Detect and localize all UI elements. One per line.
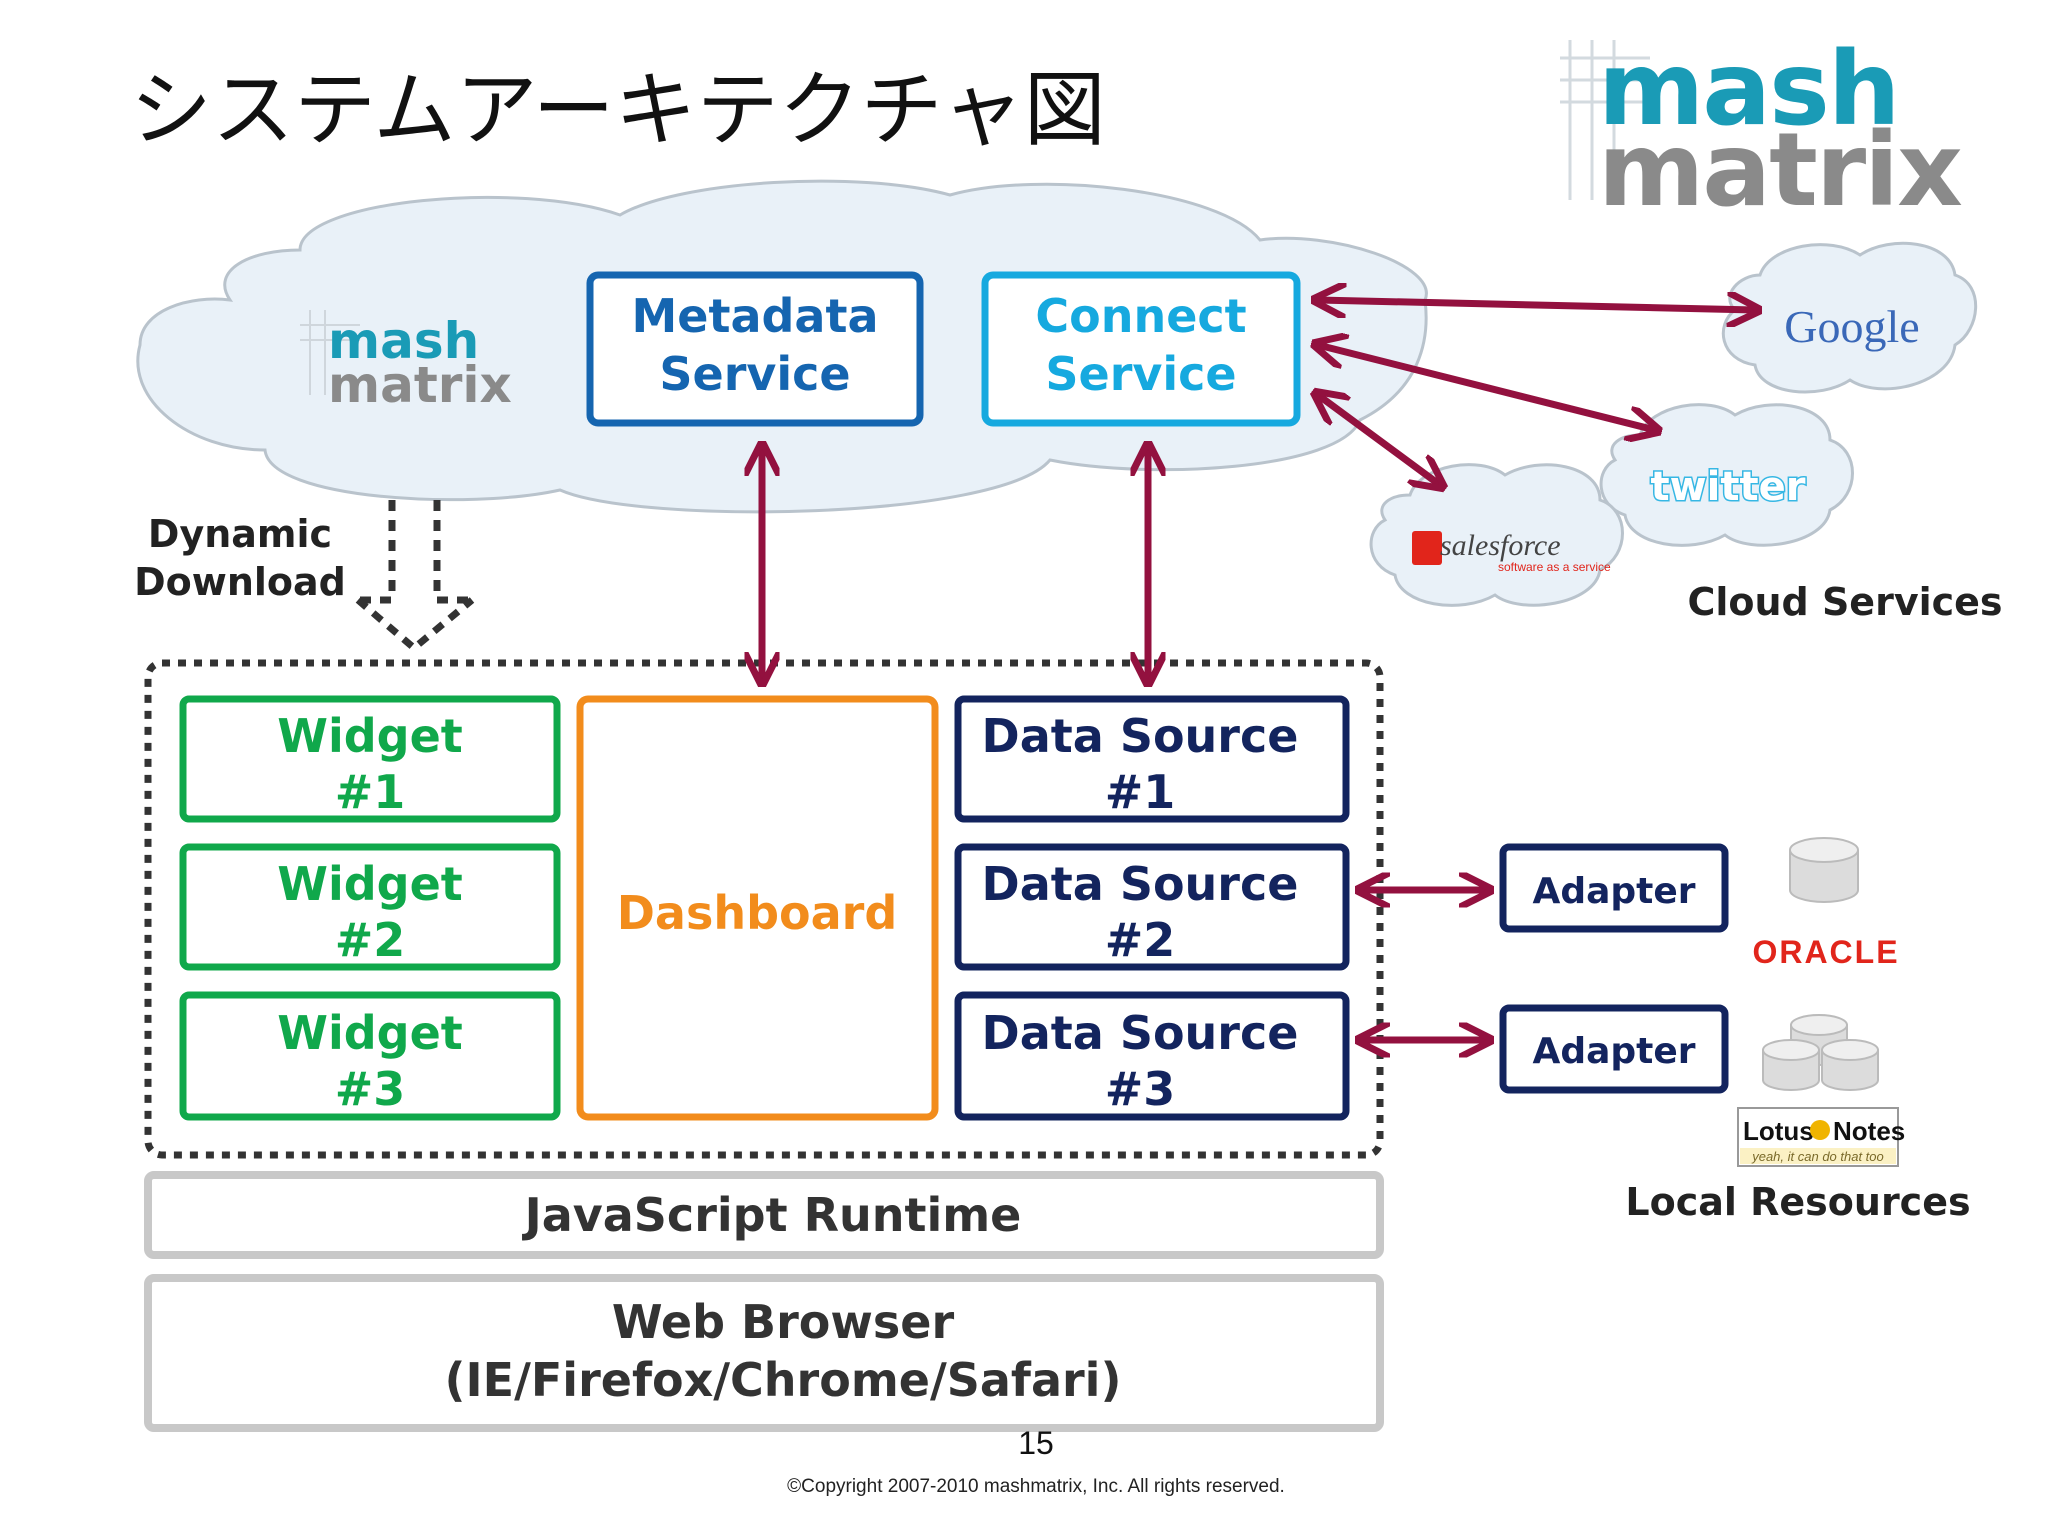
dynamic-download-line2: Download xyxy=(134,560,346,604)
widget-1-line1: Widget xyxy=(277,709,463,763)
cloud-services-label: Cloud Services xyxy=(1687,580,2002,624)
connect-service-box: Connect Service xyxy=(981,271,1301,427)
data-source-3-line2: #3 xyxy=(1105,1062,1176,1116)
page-number: 15 xyxy=(1018,1425,1054,1461)
data-source-1-box: Data Source #1 xyxy=(954,695,1350,823)
connect-service-line1: Connect xyxy=(1035,289,1246,343)
adapter-2-label: Adapter xyxy=(1532,1031,1695,1072)
oracle-logo: ORACLE xyxy=(1752,934,1899,970)
dynamic-download-arrow xyxy=(355,500,475,653)
google-logo: Google xyxy=(1784,301,1919,352)
twitter-logo: twitter xyxy=(1651,464,1806,510)
widget-1-line2: #1 xyxy=(335,765,406,819)
adapter-1-label: Adapter xyxy=(1532,871,1695,912)
dashboard-label: Dashboard xyxy=(617,886,898,940)
arrow-connect-google xyxy=(1318,300,1755,310)
lotus-notes-logo: Lotus Notes yeah, it can do that too xyxy=(1737,1107,1905,1167)
widget-2-line2: #2 xyxy=(335,913,406,967)
copyright: ©Copyright 2007-2010 mashmatrix, Inc. Al… xyxy=(787,1476,1285,1497)
client-container xyxy=(144,659,1384,1159)
data-source-1-line2: #1 xyxy=(1105,765,1176,819)
data-source-2-box: Data Source #2 xyxy=(954,843,1350,971)
salesforce-s-icon xyxy=(1412,531,1442,565)
arrow-connect-twitter xyxy=(1318,345,1655,430)
cloud-logo-line-mash: mash xyxy=(328,312,479,370)
connector-arrows xyxy=(762,300,1755,1040)
data-source-2-line2: #2 xyxy=(1105,913,1176,967)
metadata-service-line1: Metadata xyxy=(631,289,878,343)
slide-title: システムアーキテクチャ図 xyxy=(130,63,1106,158)
javascript-runtime-label: JavaScript Runtime xyxy=(522,1188,1022,1242)
local-resources-label: Local Resources xyxy=(1625,1180,1970,1224)
salesforce-tagline: software as a service xyxy=(1498,560,1611,574)
metadata-service-line2: Service xyxy=(659,347,850,401)
lotus-tagline: yeah, it can do that too xyxy=(1751,1149,1884,1164)
dashboard-box: Dashboard xyxy=(576,695,939,1121)
widget-2-line1: Widget xyxy=(277,857,463,911)
widget-3-line2: #3 xyxy=(335,1062,406,1116)
logo-line-matrix: matrix xyxy=(1598,111,1962,230)
cloud-mashmatrix-logo: mash matrix xyxy=(300,310,512,414)
salesforce-logo: salesforce xyxy=(1440,529,1561,562)
mashmatrix-logo: mash matrix xyxy=(1560,30,1964,230)
cloud-logo-line-matrix: matrix xyxy=(328,356,512,414)
lotus-logo-right: Notes xyxy=(1833,1116,1905,1146)
web-browser-layer: Web Browser (IE/Firefox/Chrome/Safari) xyxy=(144,1274,1384,1432)
logo-line-mash: mash xyxy=(1598,30,1898,149)
web-browser-line1: Web Browser xyxy=(612,1295,955,1349)
lotus-emblem-icon xyxy=(1810,1120,1830,1140)
widget-2-box: Widget #2 xyxy=(179,843,561,971)
connect-service-line2: Service xyxy=(1045,347,1236,401)
data-source-1-line1: Data Source xyxy=(982,709,1299,763)
adapter-1-box: Adapter xyxy=(1499,843,1729,933)
data-source-2-line1: Data Source xyxy=(982,857,1299,911)
metadata-service-box: Metadata Service xyxy=(586,271,924,427)
dynamic-download-line1: Dynamic xyxy=(148,512,332,556)
javascript-runtime-layer: JavaScript Runtime xyxy=(144,1171,1384,1259)
web-browser-line2: (IE/Firefox/Chrome/Safari) xyxy=(445,1353,1122,1407)
widget-3-line1: Widget xyxy=(277,1006,463,1060)
widget-3-box: Widget #3 xyxy=(179,991,561,1121)
salesforce-cloud: salesforce software as a service xyxy=(1369,463,1624,607)
arrow-connect-salesforce xyxy=(1318,395,1440,485)
lotus-logo-left: Lotus xyxy=(1743,1116,1814,1146)
data-source-3-line1: Data Source xyxy=(982,1006,1299,1060)
widget-1-box: Widget #1 xyxy=(179,695,561,823)
oracle-database-icon xyxy=(1789,837,1859,903)
google-cloud: Google xyxy=(1721,241,1978,394)
lotus-database-icon xyxy=(1762,1014,1879,1091)
data-source-3-box: Data Source #3 xyxy=(954,991,1350,1121)
adapter-2-box: Adapter xyxy=(1499,1004,1729,1094)
